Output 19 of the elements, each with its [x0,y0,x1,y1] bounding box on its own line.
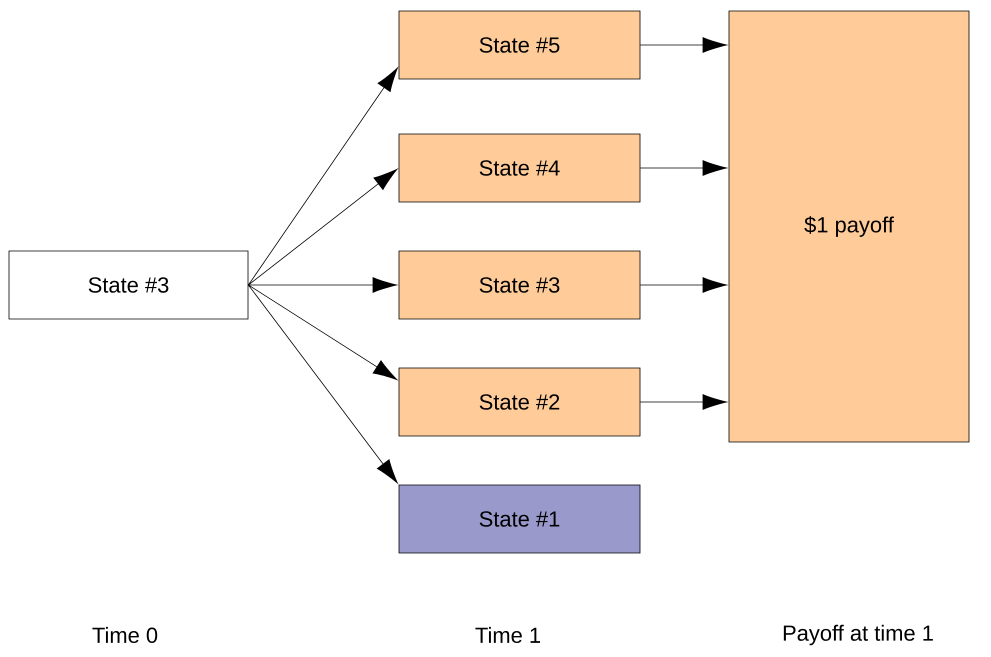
arrow [640,277,727,293]
arrow [248,284,398,380]
axis-label: Time 1 [475,626,540,644]
arrow [248,168,398,286]
arrow [640,394,727,410]
arrow [640,37,727,53]
arrow [248,284,398,484]
state-box: State #5 [398,10,640,80]
arrow [248,277,398,293]
axis-label: Time 0 [92,626,158,644]
state-box: State #3 [398,250,640,320]
payoff-box: $1 payoff [728,10,970,442]
arrow [248,68,398,286]
state-box: State #1 [398,484,640,554]
arrow [640,160,727,176]
axis-label: Payoff at time 1 [784,624,933,646]
state-box: State #4 [398,134,640,202]
state-box: State #3 [8,250,248,320]
state-box: State #2 [398,368,640,436]
